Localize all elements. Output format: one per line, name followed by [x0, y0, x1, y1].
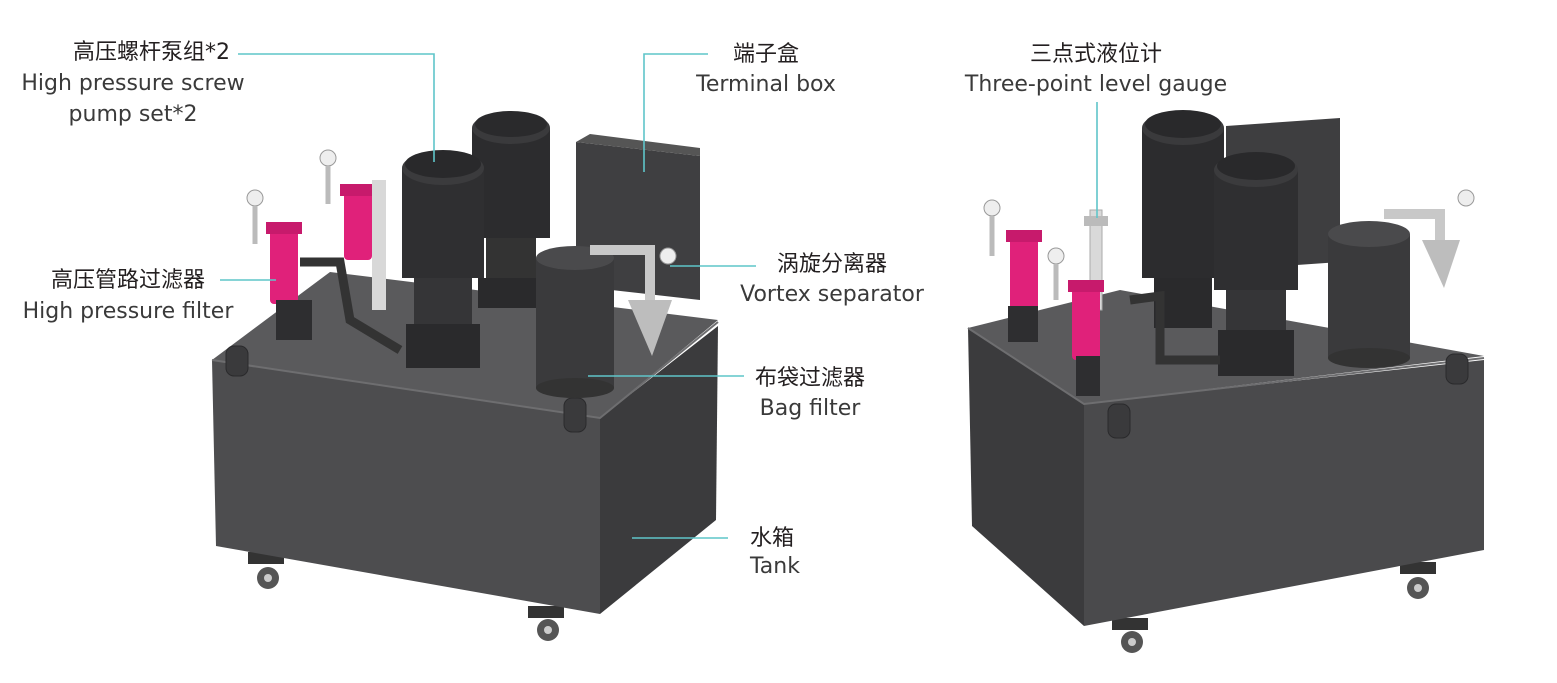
right-pump-front [1214, 152, 1298, 376]
right-filter-1 [983, 199, 1042, 342]
pump-set-label-zh: 高压螺杆泵组*2 [73, 40, 230, 65]
vortex-label-en: Vortex separator [740, 282, 924, 307]
level-gauge-label-zh: 三点式液位计 [1029, 42, 1162, 67]
right-caster-2 [1400, 562, 1436, 599]
level-gauge-label-en: Three-point level gauge [964, 72, 1228, 97]
left-caster-2 [528, 606, 564, 641]
left-filter-2 [319, 149, 386, 310]
right-unit [967, 110, 1485, 653]
left-pump-rear [472, 111, 550, 308]
left-tank-side [600, 326, 718, 614]
right-bag-filter [1328, 221, 1410, 368]
terminal-box-label-en: Terminal box [696, 72, 836, 97]
left-bag-filter [536, 246, 614, 398]
leader-pump-set [238, 53, 435, 162]
left-unit [211, 111, 719, 641]
left-pump-front [402, 150, 484, 368]
left-filter-1 [246, 189, 312, 340]
right-tank-front [1084, 360, 1484, 626]
right-filter-2 [1047, 247, 1104, 396]
leader-terminal-box [643, 53, 708, 172]
left-caster-1 [248, 552, 284, 589]
pump-set-label-en-2: pump set*2 [68, 102, 198, 127]
bag-filter-label-zh: 布袋过滤器 [754, 366, 865, 391]
bag-filter-label-en: Bag filter [759, 396, 861, 421]
vortex-label-zh: 涡旋分离器 [776, 252, 887, 277]
pump-set-label-en-1: High pressure screw [21, 71, 245, 96]
tank-label-zh: 水箱 [750, 526, 795, 551]
right-caster-1 [1112, 618, 1148, 653]
filter-label-en: High pressure filter [22, 299, 234, 324]
filter-label-zh: 高压管路过滤器 [50, 268, 205, 293]
tank-label-en: Tank [750, 554, 800, 579]
left-tank-front [212, 360, 600, 614]
terminal-box-label-zh: 端子盒 [732, 42, 799, 67]
right-tank-side [968, 328, 1084, 626]
leader-lines [220, 53, 1098, 539]
